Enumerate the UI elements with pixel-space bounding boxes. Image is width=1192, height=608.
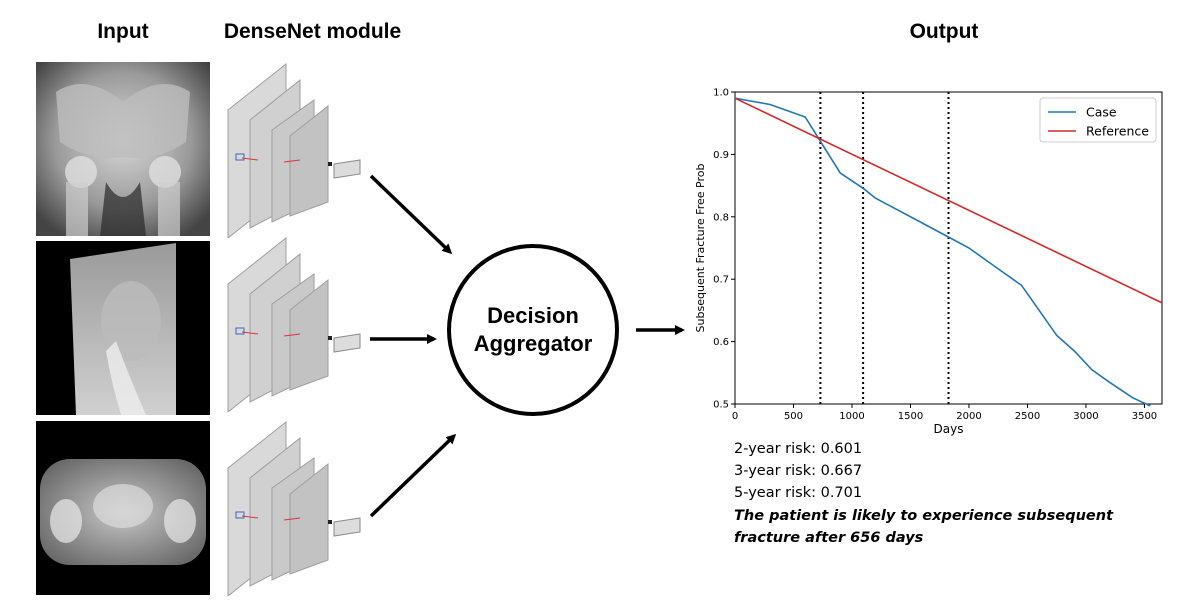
arrow-bottom-to-aggregator	[369, 433, 457, 518]
risk-5-year: 5-year risk: 0.701	[734, 485, 863, 501]
densenet-header: DenseNet module	[223, 20, 402, 43]
xray-image-pelvis-ap	[36, 62, 210, 236]
conclusion-text: The patient is likely to experience subs…	[734, 508, 1114, 546]
series-line-case	[734, 97, 1151, 407]
x-tick-label: 3000	[1073, 411, 1098, 422]
x-tick-label: 0	[732, 411, 738, 422]
arrow-top-to-aggregator	[369, 174, 453, 255]
x-tick-label: 1000	[839, 411, 864, 422]
y-tick-label: 1.0	[713, 88, 729, 99]
x-tick-label: 3500	[1132, 411, 1157, 422]
risk-2-year: 2-year risk: 0.601	[734, 441, 863, 457]
densenet-stack-1	[222, 62, 372, 243]
series-line-reference	[734, 97, 1163, 304]
xray-image-axial	[36, 421, 210, 595]
x-tick-label: 1500	[898, 411, 923, 422]
y-axis-label: Subsequent Fracture Free Prob	[694, 164, 707, 333]
output-header: Output	[909, 20, 979, 43]
aggregator-label-line1: Decision	[487, 303, 579, 328]
densenet-stack-3	[222, 420, 372, 601]
densenet-stack-2	[222, 236, 372, 417]
xray-image-lateral	[36, 241, 210, 415]
y-tick-label: 0.9	[713, 150, 729, 161]
legend-label-case: Case	[1086, 105, 1117, 120]
y-tick-label: 0.6	[713, 337, 729, 348]
x-axis-label: Days	[934, 422, 964, 436]
aggregator-label-line2: Aggregator	[473, 331, 593, 356]
x-tick-label: 2500	[1015, 411, 1040, 422]
y-tick-label: 0.5	[713, 400, 729, 411]
decision-aggregator-node: Decision Aggregator	[447, 244, 619, 416]
legend-label-reference: Reference	[1086, 124, 1149, 139]
survival-chart: 0 500 1000 1500 2000 2500 3000 3500 0.5 0.6 0.7 0.8…	[694, 88, 1163, 436]
y-tick-label: 0.7	[713, 275, 729, 286]
y-tick-label: 0.8	[713, 212, 729, 223]
x-tick-label: 500	[784, 411, 803, 422]
input-header: Input	[97, 20, 149, 43]
x-tick-label: 2000	[956, 411, 981, 422]
risk-3-year: 3-year risk: 0.667	[734, 463, 863, 479]
